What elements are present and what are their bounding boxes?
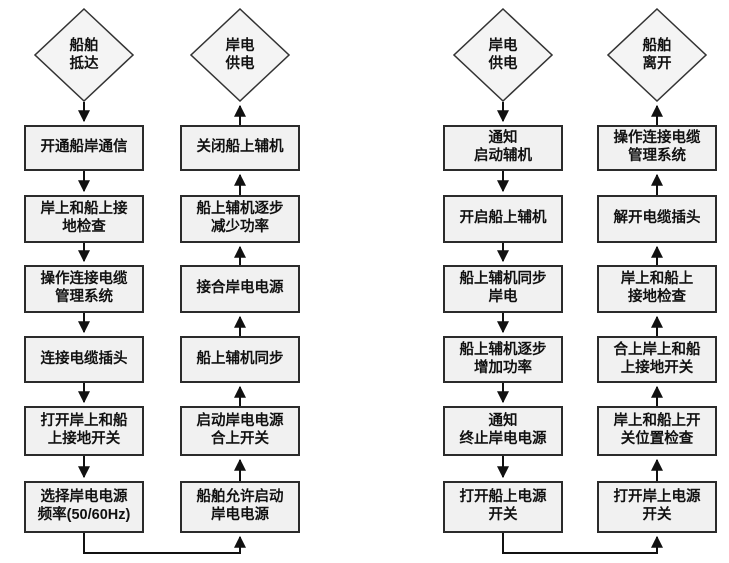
step-box: 操作连接电缆 管理系统 — [597, 125, 717, 171]
step-box: 开通船岸通信 — [24, 125, 144, 171]
elbow-connector — [83, 533, 246, 554]
diamond-shape — [190, 8, 290, 102]
step-box: 船上辅机逐步 增加功率 — [443, 336, 563, 383]
step-box: 打开船上电源 开关 — [443, 481, 563, 533]
step-box: 船舶允许启动 岸电电源 — [180, 481, 300, 533]
step-box: 通知 终止岸电电源 — [443, 406, 563, 456]
step-box: 岸上和船上接 地检查 — [24, 195, 144, 243]
step-box: 通知 启动辅机 — [443, 125, 563, 171]
terminal-ship-departure: 船舶 离开 — [607, 8, 707, 102]
step-box: 船上辅机同步 — [180, 336, 300, 383]
step-box: 岸上和船上开 关位置检查 — [597, 406, 717, 456]
step-box: 解开电缆插头 — [597, 195, 717, 243]
step-box: 关闭船上辅机 — [180, 125, 300, 171]
step-box: 接合岸电电源 — [180, 265, 300, 313]
step-box: 开启船上辅机 — [443, 195, 563, 243]
step-box: 岸上和船上 接地检查 — [597, 265, 717, 313]
terminal-label: 船舶 离开 — [642, 37, 672, 72]
step-box: 打开岸上电源 开关 — [597, 481, 717, 533]
diamond-shape — [607, 8, 707, 102]
terminal-shore-power-on: 岸电 供电 — [190, 8, 290, 102]
terminal-label: 船舶 抵达 — [69, 37, 99, 72]
step-box: 连接电缆插头 — [24, 336, 144, 383]
step-box: 选择岸电电源 频率(50/60Hz) — [24, 481, 144, 533]
terminal-ship-arrival: 船舶 抵达 — [34, 8, 134, 102]
step-box: 操作连接电缆 管理系统 — [24, 265, 144, 313]
step-box: 启动岸电电源 合上开关 — [180, 406, 300, 456]
step-box: 船上辅机同步 岸电 — [443, 265, 563, 313]
elbow-connector — [502, 533, 663, 554]
step-box: 打开岸上和船 上接地开关 — [24, 406, 144, 456]
terminal-shore-power-supply: 岸电 供电 — [453, 8, 553, 102]
diamond-shape — [453, 8, 553, 102]
terminal-label: 岸电 供电 — [225, 37, 255, 72]
diamond-shape — [34, 8, 134, 102]
step-box: 合上岸上和船 上接地开关 — [597, 336, 717, 383]
terminal-label: 岸电 供电 — [488, 37, 518, 72]
step-box: 船上辅机逐步 减少功率 — [180, 195, 300, 243]
